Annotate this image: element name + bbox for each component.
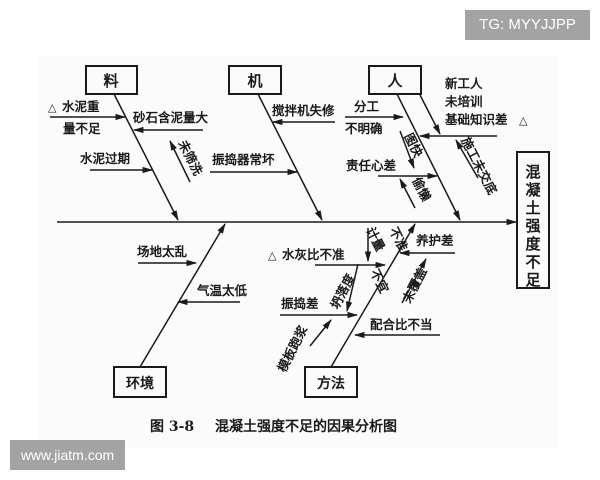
label-machine: 机 [247, 72, 262, 90]
marker-triangle: △ [519, 114, 528, 127]
cause-metering: 计量 [363, 225, 388, 255]
cause-improper: 不宜 [367, 267, 392, 297]
cause-low-temp: 气温太低 [196, 283, 248, 298]
cause-lazy: 偷懒 [409, 175, 434, 205]
effect-label: 混 凝 土 强 度 不 足 [525, 163, 541, 289]
marker-triangle: △ [268, 249, 277, 262]
cause-new-workers-1: 新工人 [445, 76, 483, 91]
cause-new-workers-2: 未培训 [444, 94, 483, 109]
cause-curing-poor: 养护差 [415, 233, 454, 248]
cause-mixer-repair: 搅拌机失修 [272, 103, 335, 118]
cause-cement-expired: 水泥过期 [80, 151, 130, 166]
box-people [368, 65, 422, 95]
label-people: 人 [387, 72, 403, 90]
svg-text:不: 不 [525, 253, 540, 271]
cause-vibrator-broken: 振捣器常坏 [212, 152, 275, 167]
figure-title: 混凝土强度不足的因果分析图 [215, 418, 397, 435]
svg-text:强: 强 [525, 217, 540, 235]
cause-new-workers-3: 基础知识差 [444, 112, 508, 127]
box-material [85, 65, 138, 95]
cause-slump: 坍落度 [327, 271, 358, 312]
watermark-bottom: www.jiatm.com [10, 440, 125, 470]
box-effect [516, 151, 550, 289]
label-method: 方法 [317, 375, 345, 392]
branch-method [330, 223, 416, 368]
branch-environment [139, 223, 226, 368]
svg-text:土: 土 [525, 199, 540, 217]
cause-cement-weight: 水泥重 [62, 99, 100, 114]
figure-number: 图 3-8 [150, 419, 194, 435]
svg-text:混: 混 [525, 163, 540, 181]
cause-cement-weight-2: 量不足 [63, 121, 101, 136]
label-environment: 环境 [126, 375, 154, 392]
svg-text:度: 度 [525, 235, 541, 253]
cause-messy-site: 场地太乱 [137, 244, 188, 259]
cause-mix-improper: 配合比不当 [370, 317, 433, 332]
branch-machine [257, 93, 323, 221]
branch-people [396, 93, 461, 221]
svg-text:凝: 凝 [525, 181, 541, 199]
svg-text:足: 足 [525, 271, 541, 289]
cause-wc-ratio: 水灰比不准 [282, 247, 345, 262]
cause-no-briefing: 施工未交底 [458, 135, 500, 198]
box-machine [228, 65, 282, 95]
marker-triangle: △ [48, 101, 57, 114]
watermark-top: TG: MYYJJPP [465, 10, 590, 40]
cause-division: 分工 [354, 99, 380, 114]
cause-responsibility: 责任心差 [346, 158, 396, 173]
cause-division-2: 不明确 [345, 121, 383, 136]
cause-inaccurate: 不准 [386, 225, 411, 255]
label-material: 料 [103, 72, 118, 90]
cause-sand-mud: 砂石含泥量大 [132, 110, 209, 125]
cause-not-covered: 未覆盖 [399, 265, 430, 307]
cause-vibrating-poor: 振捣差 [281, 296, 319, 311]
cause-not-sieved: 未筛洗 [175, 137, 206, 179]
